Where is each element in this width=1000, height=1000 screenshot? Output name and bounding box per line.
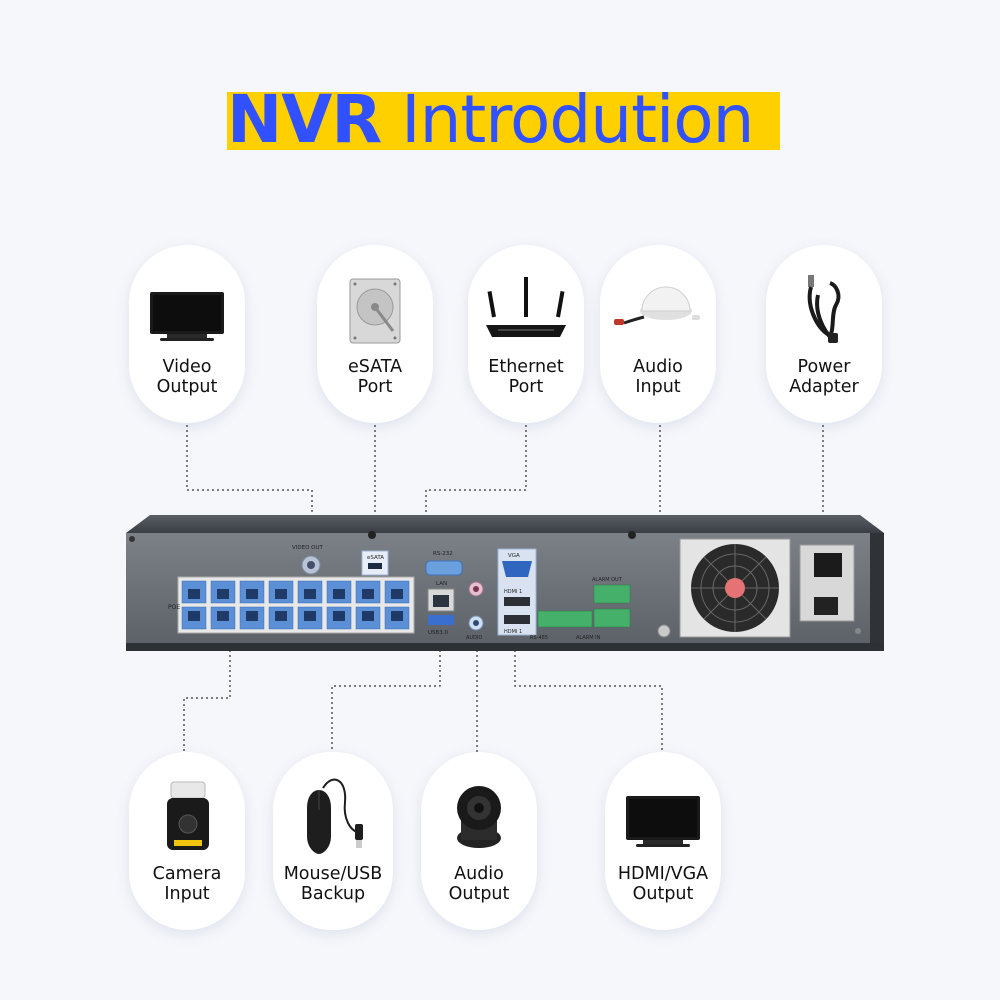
hdmi2-label: HDMI 1 xyxy=(504,629,522,635)
poe-label: POE xyxy=(168,604,180,611)
bullet-camera-icon xyxy=(167,781,209,850)
title-bold: NVR xyxy=(227,81,382,158)
esata-label: eSATA xyxy=(367,555,384,561)
alarm-out-label: ALARM OUT xyxy=(592,577,623,583)
rs485-label: RS-485 xyxy=(530,635,548,641)
speaker-icon xyxy=(457,786,501,848)
power-cable-icon xyxy=(807,275,841,343)
video-out-label: VIDEO OUT xyxy=(292,545,324,551)
vga-label: VGA xyxy=(508,553,520,559)
router-icon xyxy=(486,277,566,337)
audio-label: AUDIO xyxy=(466,635,482,641)
mouse-icon xyxy=(307,778,363,854)
hdmi1-label: HDMI 1 xyxy=(504,589,522,595)
lan-label: LAN xyxy=(436,581,447,587)
title-light: Introdution xyxy=(401,81,754,158)
nvr-rear-panel: POE VIDEO OUT eSATA RS-232 LAN USB3.0 AU… xyxy=(126,515,884,651)
rs232-label: RS-232 xyxy=(433,551,453,557)
title-highlight xyxy=(227,92,780,150)
monitor-icon xyxy=(626,796,700,847)
monitor-icon xyxy=(150,292,224,341)
usb-label: USB3.0 xyxy=(428,630,449,636)
alarm-in-label: ALARM IN xyxy=(576,635,601,641)
hard-drive-icon xyxy=(349,278,401,344)
microphone-icon xyxy=(614,286,700,325)
page-title: NVR Introdution xyxy=(227,80,755,160)
